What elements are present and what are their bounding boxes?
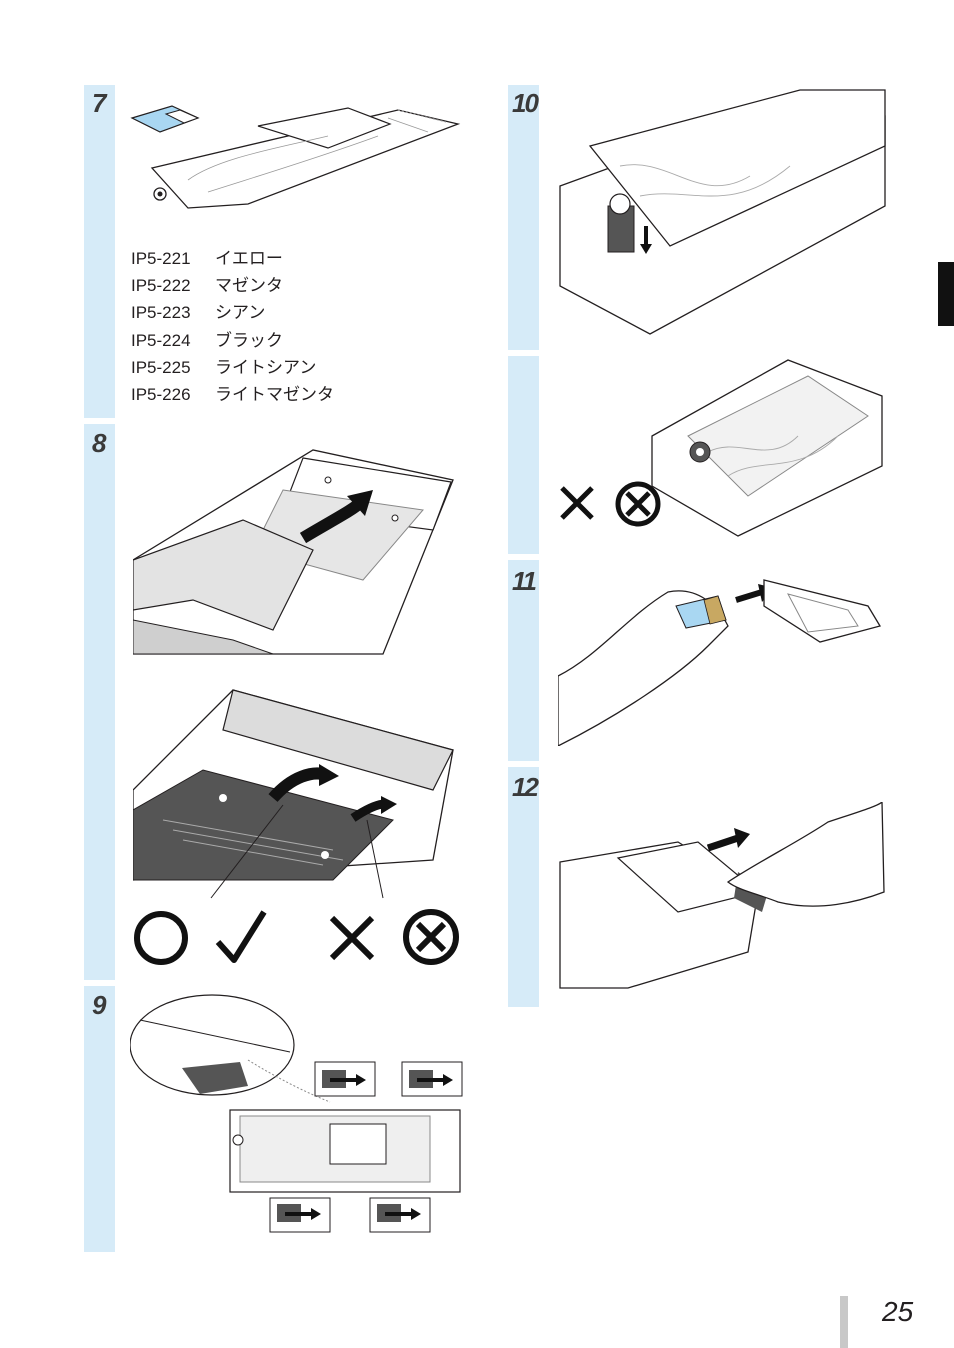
tray-guide-illustration — [133, 680, 463, 900]
circle-ok-icon — [133, 910, 189, 966]
cross-icon — [326, 912, 378, 964]
tray-insert-illustration — [133, 430, 463, 658]
cross-icon — [558, 484, 596, 522]
step-number-10: 10 — [512, 88, 539, 118]
page-number: 25 — [882, 1296, 914, 1327]
step-number-12: 12 — [512, 772, 539, 802]
circle-cross-icon — [402, 908, 460, 966]
step-number-7: 7 — [92, 88, 107, 118]
chip-insert-illustration — [558, 566, 886, 746]
ink-pack-illustration — [128, 88, 468, 218]
step-number-9: 9 — [92, 990, 107, 1020]
step-number-11: 11 — [512, 566, 537, 596]
step-10-strip — [508, 85, 539, 350]
step-10b-strip — [508, 356, 539, 554]
tray-top-view-illustration — [130, 990, 470, 1240]
step-9-strip — [84, 986, 115, 1252]
circle-cross-icon — [614, 480, 662, 528]
pack-wrong-illustration — [648, 356, 884, 538]
step-8-strip — [84, 424, 115, 980]
step-12-strip — [508, 767, 539, 1007]
tray-push-illustration — [558, 802, 886, 992]
section-tab — [938, 262, 954, 326]
pack-insert-illustration — [550, 86, 886, 336]
check-icon — [212, 908, 268, 966]
step-7-strip — [84, 85, 115, 418]
step-11-strip — [508, 560, 539, 761]
page-number-bar — [840, 1296, 848, 1348]
step-number-8: 8 — [92, 428, 107, 458]
